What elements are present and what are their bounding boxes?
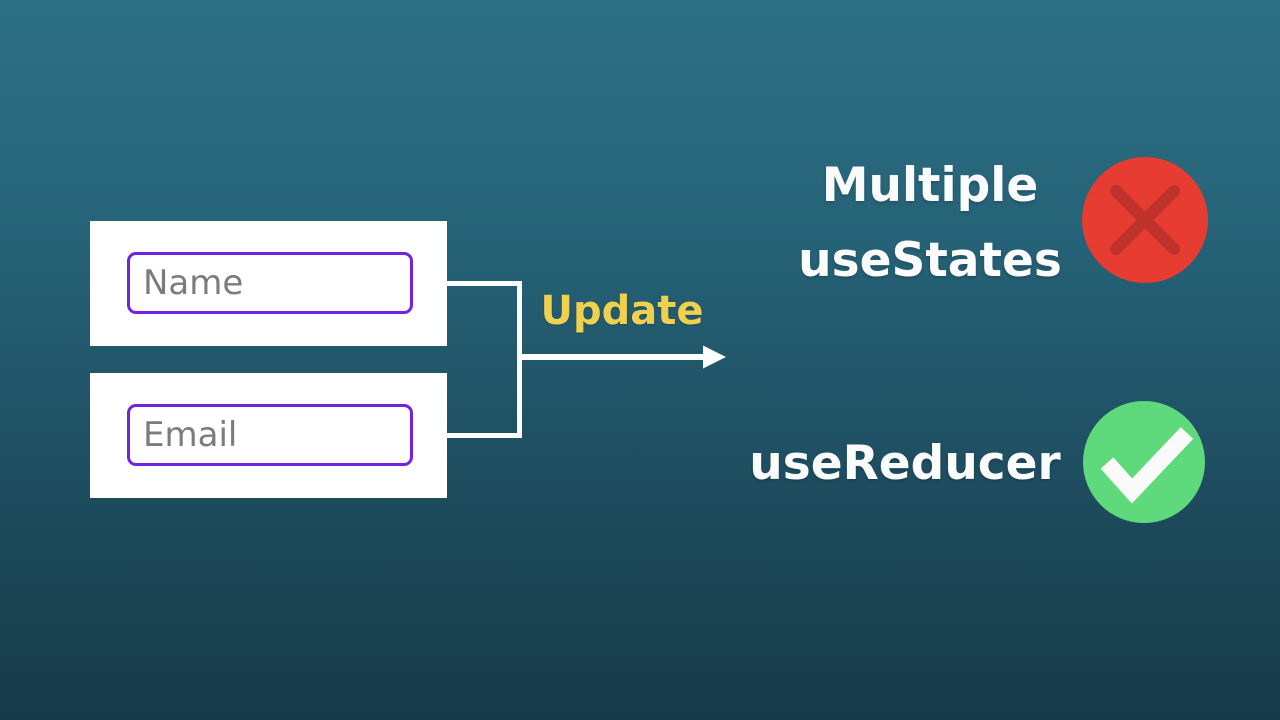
accept-badge bbox=[1083, 401, 1205, 523]
option-usereducer-line1: useReducer bbox=[749, 436, 1061, 491]
email-form-card bbox=[90, 373, 447, 498]
option-multiple-line1: Multiple bbox=[821, 158, 1039, 213]
option-multiple-line2: useStates bbox=[798, 233, 1062, 288]
update-arrow-label: Update bbox=[540, 288, 704, 334]
arrow-head bbox=[703, 345, 726, 369]
email-input[interactable] bbox=[127, 404, 413, 466]
name-input[interactable] bbox=[127, 252, 413, 314]
check-circle-icon bbox=[1100, 427, 1194, 504]
option-usereducer-label: useReducer bbox=[740, 426, 1070, 501]
bracket-line bbox=[447, 281, 522, 438]
x-circle-icon bbox=[1110, 185, 1180, 255]
reject-badge bbox=[1082, 157, 1208, 283]
name-form-card bbox=[90, 221, 447, 346]
option-multiple-usestates-label: Multiple useStates bbox=[780, 148, 1080, 298]
